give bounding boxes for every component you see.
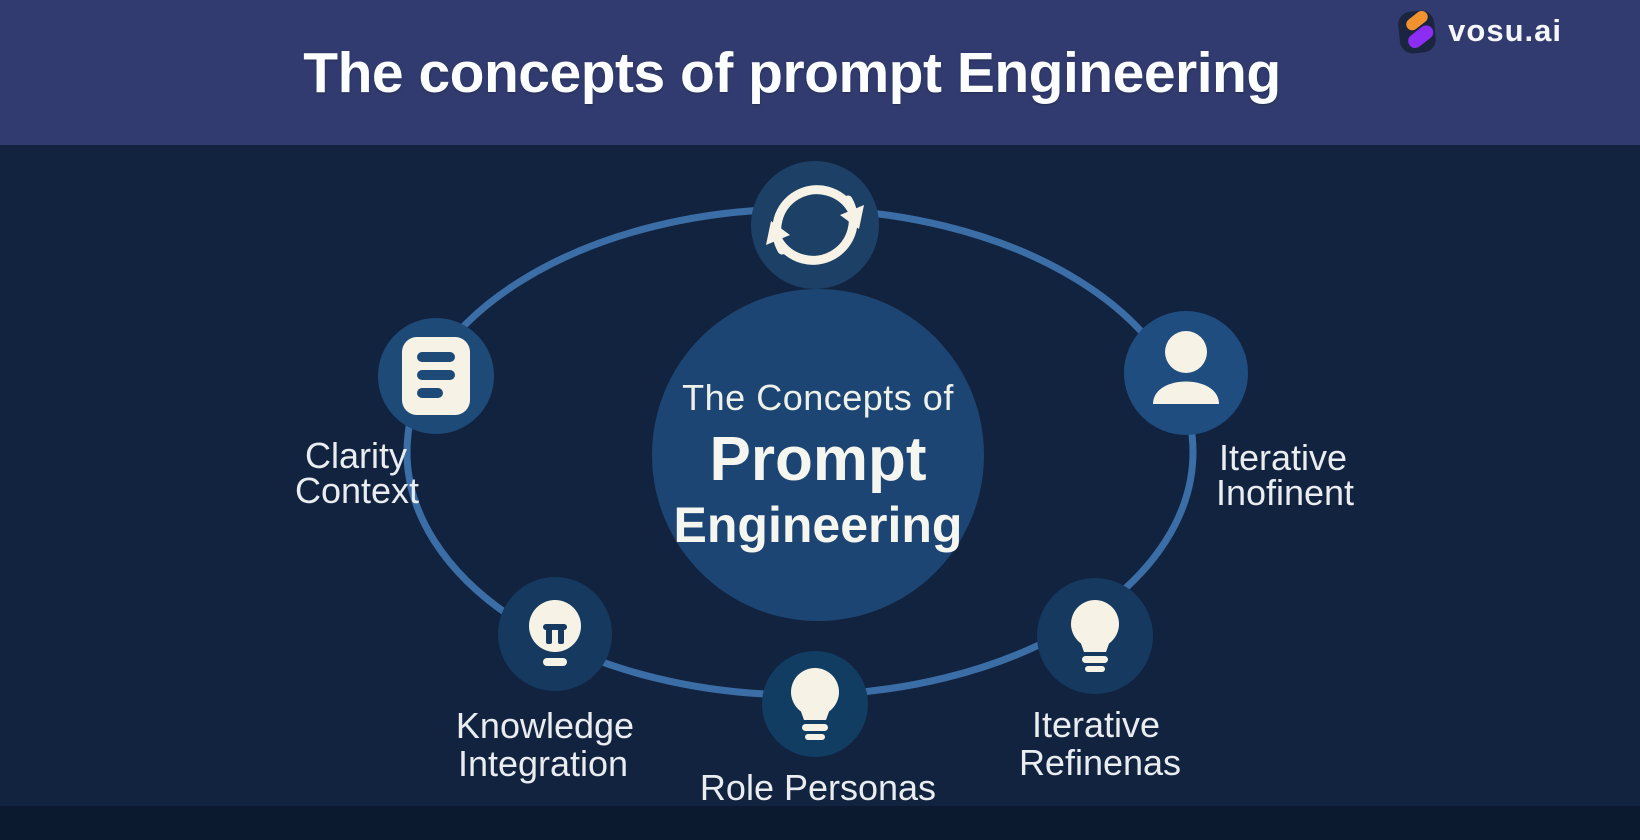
label-knowledge-line1: Knowledge	[456, 705, 634, 746]
node-iterative	[1124, 311, 1248, 435]
label-knowledge-line2: Integration	[458, 743, 628, 784]
center-subtitle: The Concepts of	[682, 377, 954, 418]
center-title-line2: Engineering	[674, 497, 963, 553]
brand-logo: vosu.ai	[1396, 8, 1562, 54]
document-lines-icon	[402, 337, 470, 415]
node-cycle-circle	[751, 161, 879, 289]
center-title-line1: Prompt	[710, 425, 927, 494]
label-clarity-line1: Clarity	[305, 435, 407, 476]
node-refine	[1037, 578, 1153, 694]
vosu-logo-icon	[1398, 10, 1436, 54]
node-clarity	[378, 318, 494, 434]
label-iterative-line1: Iterative	[1219, 437, 1347, 478]
refresh-cycle-icon	[766, 185, 864, 265]
lightbulb-icon	[1071, 600, 1119, 672]
lightbulb-icon	[529, 600, 581, 666]
node-knowledge	[498, 577, 612, 691]
header-banner: The concepts of prompt Engineering vosu.…	[0, 0, 1640, 145]
label-iterative-line2: Inofinent	[1216, 472, 1354, 513]
label-role-line1: Role Personas	[700, 767, 936, 808]
label-refine-line2: Refinenas	[1019, 742, 1181, 783]
label-clarity-line2: Context	[295, 470, 419, 511]
person-icon	[1153, 331, 1219, 404]
node-cycle	[751, 161, 879, 289]
node-role	[762, 651, 868, 757]
center-circle	[652, 289, 984, 621]
bottom-strip	[0, 806, 1640, 840]
brand-name: vosu.ai	[1448, 13, 1562, 48]
label-refine-line1: Iterative	[1032, 704, 1160, 745]
page-title: The concepts of prompt Engineering	[303, 40, 1281, 105]
lightbulb-icon	[791, 668, 839, 740]
